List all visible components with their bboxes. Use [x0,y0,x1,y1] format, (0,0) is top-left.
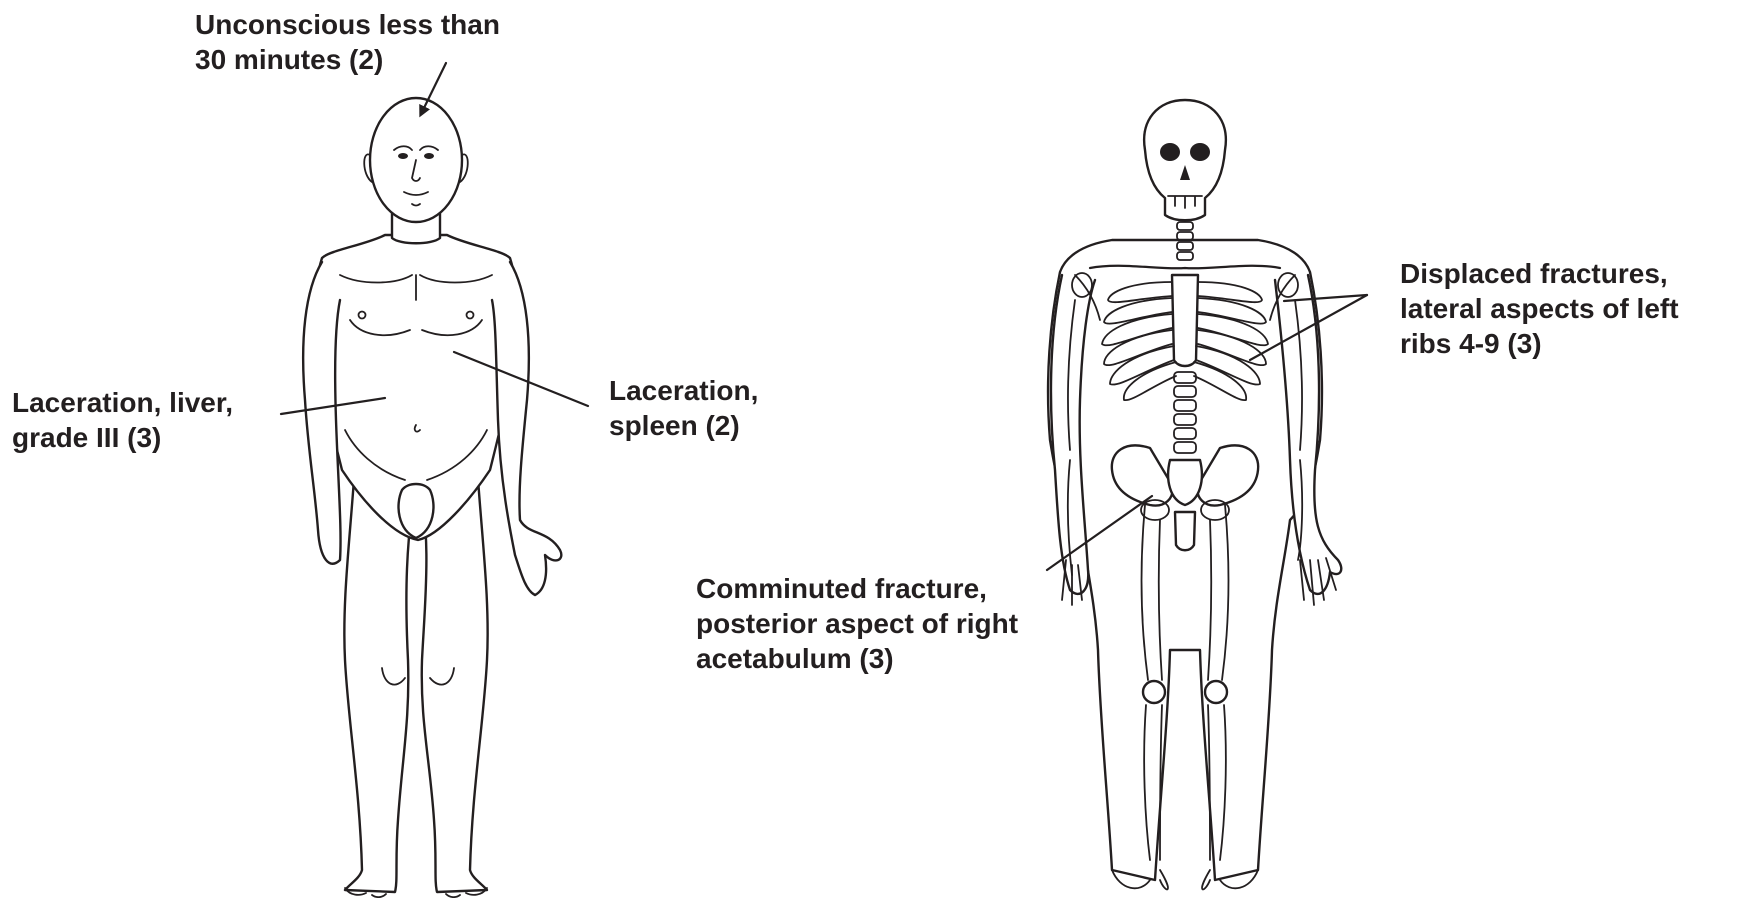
spleen-injury-label: Laceration, spleen (2) [609,373,758,443]
rib-fracture-line-3: ribs 4-9 (3) [1400,326,1679,361]
rib-fracture-label: Displaced fractures, lateral aspects of … [1400,256,1679,361]
human-body-figure [303,98,561,897]
head-injury-line-2: 30 minutes (2) [195,42,500,77]
liver-injury-line-1: Laceration, liver, [12,385,233,420]
rib-fracture-line-1: Displaced fractures, [1400,256,1679,291]
skeleton-figure [1048,100,1341,889]
liver-injury-label: Laceration, liver, grade III (3) [12,385,233,455]
liver-injury-line-2: grade III (3) [12,420,233,455]
spleen-injury-line-2: spleen (2) [609,408,758,443]
acetabulum-fracture-line-2: posterior aspect of right [696,606,1018,641]
acetabulum-fracture-line-3: acetabulum (3) [696,641,1018,676]
spleen-injury-line-1: Laceration, [609,373,758,408]
acetabulum-fracture-line-1: Comminuted fracture, [696,571,1018,606]
acetabulum-fracture-label: Comminuted fracture, posterior aspect of… [696,571,1018,676]
rib-fracture-line-2: lateral aspects of left [1400,291,1679,326]
head-injury-line-1: Unconscious less than [195,7,500,42]
head-injury-label: Unconscious less than 30 minutes (2) [195,7,500,77]
